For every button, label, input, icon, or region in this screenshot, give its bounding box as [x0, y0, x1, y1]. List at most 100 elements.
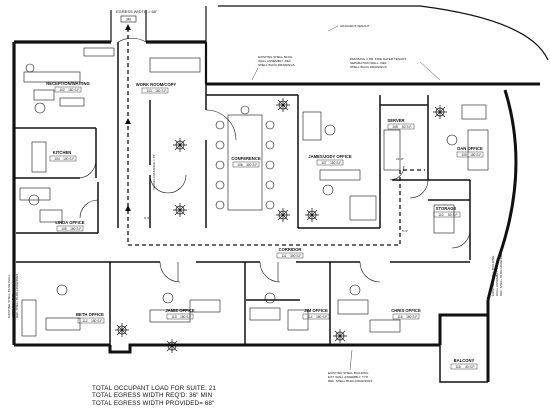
shell-wall-note-right: EXISTING SHELL BUILDING WALL ASSEMBLY. T… [491, 252, 503, 296]
svg-text:REF. SHELL BLDG DRAWINGS: REF. SHELL BLDG DRAWINGS [499, 252, 503, 296]
svg-text:BALCONY: BALCONY [454, 358, 475, 363]
svg-text:SHELL BLDG DRAWINGS: SHELL BLDG DRAWINGS [350, 65, 387, 69]
room-tag-jim: JIM OFFICE 114 150 S.F. [302, 308, 330, 320]
svg-text:300 S.F.: 300 S.F. [246, 163, 258, 167]
egress-arrows [125, 24, 131, 211]
room-tag-conference: CONFERENCE 106 300 S.F. [231, 156, 261, 168]
svg-text:108: 108 [392, 125, 398, 129]
svg-text:EXISTING SHELL BLDG WALL: EXISTING SHELL BLDG WALL [7, 274, 11, 318]
room-tag-workroom: WORK ROOM/COPY 103 150 S.F. [136, 82, 177, 94]
svg-text:JAMES/JODY OFFICE: JAMES/JODY OFFICE [308, 154, 352, 159]
svg-text:150 S.F.: 150 S.F. [316, 315, 328, 319]
travel-distance-note: TRAVEL DISTANCE = 75' [152, 154, 156, 190]
svg-text:150 S.F.: 150 S.F. [180, 315, 192, 319]
svg-text:SHELL BLDG DRAWINGS: SHELL BLDG DRAWINGS [258, 63, 295, 67]
svg-text:150 S.F.: 150 S.F. [91, 319, 103, 323]
svg-text:113: 113 [171, 315, 176, 319]
demising-wall-note: DEMISING 1 HR. FIRE RATED TENANT SEPARAT… [350, 57, 441, 81]
svg-text:DEMISING 1 HR. FIRE RATED TENA: DEMISING 1 HR. FIRE RATED TENANT [350, 57, 406, 61]
egress-width-box-value: 340 [126, 18, 132, 22]
occupancy-summary: TOTAL OCCUPANT LOAD FOR SUITE: 21 TOTAL … [92, 385, 216, 407]
svg-text:106: 106 [237, 163, 243, 167]
svg-text:300 S.F.: 300 S.F. [290, 254, 302, 258]
svg-text:CONFERENCE: CONFERENCE [231, 156, 261, 161]
shell-wall-note-left: EXISTING SHELL BLDG WALL ASSEMBLY. TYP. … [7, 274, 19, 318]
svg-text:EXISTING SHELL BLDG.: EXISTING SHELL BLDG. [258, 55, 293, 59]
svg-text:WALL ASSEMBLY. REF: WALL ASSEMBLY. REF [258, 59, 291, 63]
svg-text:ASSEMBLY. TYP.: ASSEMBLY. TYP. [11, 294, 15, 318]
room-tag-james-jody: JAMES/JODY OFFICE 107 150 S.F. [308, 154, 352, 166]
svg-text:BETH OFFICE: BETH OFFICE [76, 312, 104, 317]
svg-text:109: 109 [461, 153, 467, 157]
svg-text:114: 114 [307, 315, 312, 319]
svg-text:STORAGE: STORAGE [436, 206, 457, 211]
svg-text:RECEPTION/WAITING: RECEPTION/WAITING [46, 81, 90, 86]
furniture [19, 47, 489, 337]
door-swings [77, 38, 471, 283]
room-tag-dan: DAN OFFICE 109 150 S.F. [456, 146, 484, 158]
svg-text:102: 102 [59, 88, 65, 92]
dimension-c: 5'-5" [402, 229, 408, 233]
room-tag-chris: CHRIS OFFICE 115 150 S.F. [391, 308, 421, 320]
svg-text:JIM OFFICE: JIM OFFICE [304, 308, 328, 313]
svg-text:40 S.F.: 40 S.F. [465, 365, 475, 369]
svg-text:111: 111 [282, 254, 287, 258]
svg-text:SEPARATION WALL. REF.: SEPARATION WALL. REF. [350, 61, 387, 65]
egress-width-note: EGRESS WIDTH = 68" [116, 9, 158, 14]
room-tag-kitchen: KITCHEN 104 100 S.F. [49, 150, 77, 162]
svg-text:CORRIDOR: CORRIDOR [279, 247, 302, 252]
room-tag-storage: STORAGE 110 50 S.F. [433, 206, 461, 218]
svg-text:150 S.F.: 150 S.F. [330, 161, 342, 165]
svg-text:105: 105 [61, 227, 67, 231]
svg-text:150 S.F.: 150 S.F. [470, 153, 482, 157]
summary-egress-required: TOTAL EGRESS WIDTH REQ'D: 36" MIN [92, 392, 213, 400]
svg-text:EXT. WALL ASSEMBLY. TYP.: EXT. WALL ASSEMBLY. TYP. [328, 375, 369, 379]
exterior-walls [12, 5, 549, 383]
svg-text:REF. SHELL BLDG DRAWINGS: REF. SHELL BLDG DRAWINGS [328, 379, 372, 383]
shell-wall-note-bottom: EXISTING SHELL BUILDING EXT. WALL ASSEMB… [328, 349, 372, 383]
adjacent-tenant-note: ADJACENT TENANT [340, 24, 370, 28]
dimension-b: 21'-8" [396, 157, 404, 161]
svg-text:EXISTING SHELL BUILDING: EXISTING SHELL BUILDING [328, 371, 369, 375]
room-tag-corridor: CORRIDOR 111 300 S.F. [276, 247, 304, 259]
svg-text:LINDA OFFICE: LINDA OFFICE [55, 220, 84, 225]
svg-text:WORK ROOM/COPY: WORK ROOM/COPY [136, 82, 177, 87]
svg-text:JAMIE OFFICE: JAMIE OFFICE [165, 308, 195, 313]
room-tag-reception: RECEPTION/WAITING 102 150 S.F. [46, 81, 90, 93]
adjacent-tenant-leader [327, 25, 339, 32]
interior-walls [14, 42, 471, 345]
svg-text:115: 115 [397, 315, 402, 319]
shell-wall-note-top: EXISTING SHELL BLDG. WALL ASSEMBLY. REF … [251, 55, 295, 81]
svg-text:150 S.F.: 150 S.F. [70, 227, 82, 231]
svg-text:EXISTING SHELL BUILDING: EXISTING SHELL BUILDING [491, 255, 495, 296]
summary-egress-provided: TOTAL EGRESS WIDTH PROVIDED= 68" [92, 399, 215, 407]
svg-text:150 S.F.: 150 S.F. [155, 89, 167, 93]
svg-text:112: 112 [82, 319, 87, 323]
svg-text:150 S.F.: 150 S.F. [406, 315, 418, 319]
egress-width-box [120, 15, 137, 23]
svg-text:110: 110 [438, 213, 443, 217]
svg-text:DAN OFFICE: DAN OFFICE [457, 146, 483, 151]
plants [115, 98, 447, 353]
room-labels: RECEPTION/WAITING 102 150 S.F. WORK ROOM… [46, 81, 484, 370]
svg-text:CHRIS OFFICE: CHRIS OFFICE [391, 308, 421, 313]
svg-text:100 S.F.: 100 S.F. [63, 157, 75, 161]
svg-text:104: 104 [54, 157, 60, 161]
svg-text:KITCHEN: KITCHEN [53, 150, 72, 155]
svg-text:107: 107 [321, 161, 327, 165]
room-tag-balcony: BALCONY 116 40 S.F. [450, 358, 478, 370]
svg-text:103: 103 [146, 89, 152, 93]
room-tag-beth: BETH OFFICE 112 150 S.F. [76, 312, 105, 324]
room-tag-server: SERVER 108 50 S.F. [387, 118, 415, 130]
svg-text:50 S.F.: 50 S.F. [402, 125, 412, 129]
dimension-a: 9'-5" [144, 216, 150, 220]
svg-text:SERVER: SERVER [387, 118, 404, 123]
svg-text:50 S.F.: 50 S.F. [448, 213, 458, 217]
svg-text:WALL ASSEMBLY. TYP.: WALL ASSEMBLY. TYP. [495, 263, 499, 296]
svg-text:150 S.F.: 150 S.F. [68, 88, 80, 92]
summary-occupant-load: TOTAL OCCUPANT LOAD FOR SUITE: 21 [92, 385, 217, 392]
room-tag-jamie: JAMIE OFFICE 113 150 S.F. [165, 308, 195, 320]
svg-text:116: 116 [455, 365, 460, 369]
room-tag-linda: LINDA OFFICE 105 150 S.F. [55, 220, 85, 232]
